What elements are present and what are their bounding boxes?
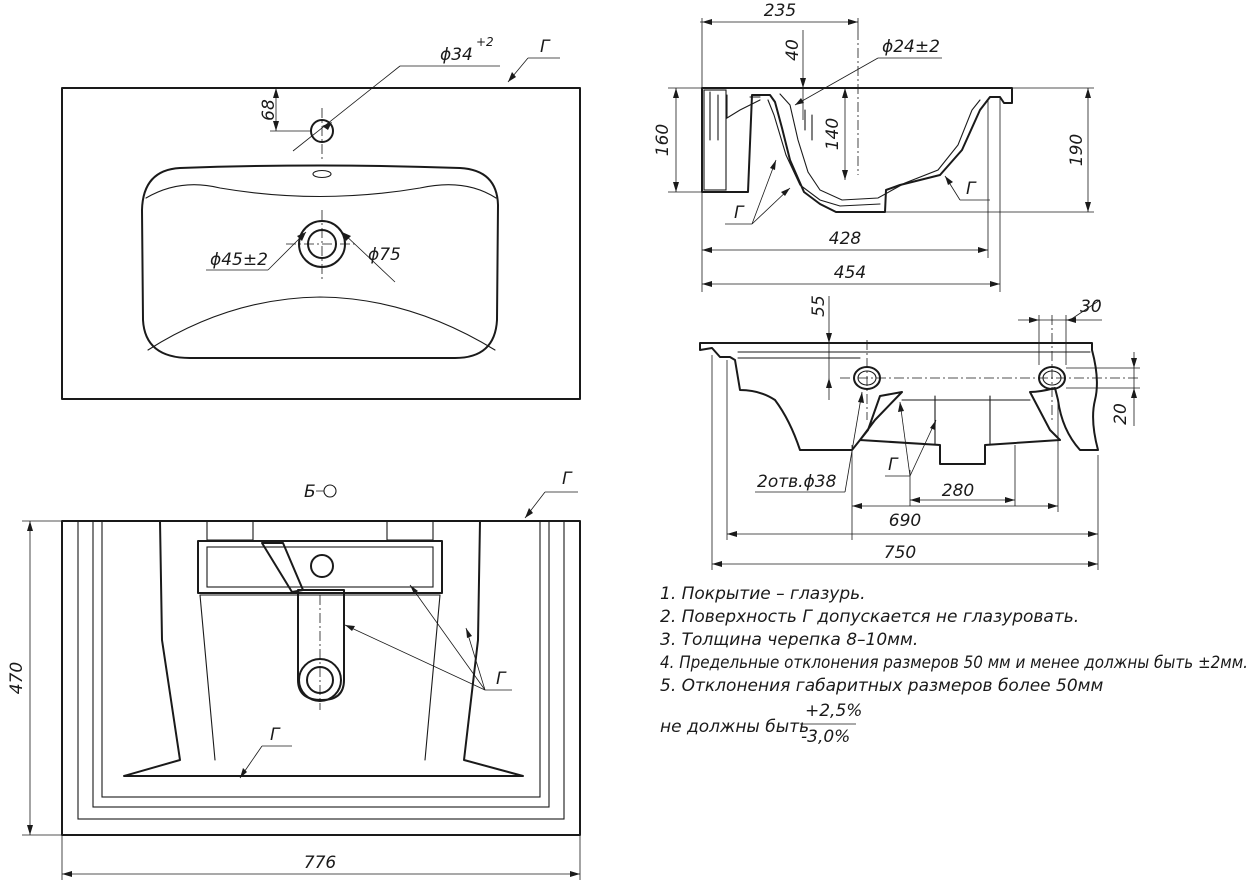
note-4: 4. Предельные отклонения размеров 50 мм … — [660, 653, 1248, 673]
back-view-outline — [699, 342, 1099, 465]
dim-drain-outer: ϕ75 — [368, 245, 401, 265]
dim-side-depth: 40 — [783, 39, 803, 61]
note-2: 2. Поверхность Г допускается не глазуров… — [660, 607, 1079, 627]
tap-hole — [310, 119, 334, 143]
dim-back-280: 280 — [942, 481, 974, 501]
note-1: 1. Покрытие – глазурь. — [660, 584, 866, 604]
overflow-channel — [261, 542, 304, 593]
dim-bottom-width: 776 — [304, 853, 337, 873]
overflow-frame — [197, 540, 443, 594]
top-view-outline — [61, 87, 581, 400]
dim-bowl-width: 428 — [829, 229, 862, 249]
dim-total-depth: 454 — [834, 263, 866, 283]
label-g-top: Г — [540, 37, 551, 57]
view-b-label: Б — [304, 482, 316, 502]
label-g-bottom-right: Г — [496, 669, 507, 689]
drain-channel — [297, 589, 345, 701]
tolerance-minus: -3,0% — [801, 727, 850, 747]
side-section-outer — [701, 87, 1013, 213]
tolerance-plus: +2,5% — [805, 701, 862, 721]
label-g-side-right: Г — [966, 179, 977, 199]
dim-back-20: 20 — [1111, 403, 1131, 425]
overflow-slot — [312, 169, 332, 179]
dim-side-height-left: 160 — [653, 124, 673, 156]
bowl-front-curve — [147, 296, 496, 351]
dim-back-30: 30 — [1080, 297, 1102, 317]
note-6-prefix: не должны быть — [660, 717, 809, 737]
note-5: 5. Отклонения габаритных размеров более … — [660, 676, 1103, 696]
notes-block: 1. Покрытие – глазурь. 2. Поверхность Г … — [660, 584, 1248, 747]
bottom-view-pedestal — [123, 520, 524, 777]
label-g-bottom-top: Г — [562, 469, 573, 489]
side-section: 235 40 ϕ24±2 160 140 190 428 — [653, 1, 1094, 292]
bowl-back-curve — [145, 184, 497, 199]
dim-total-height: 190 — [1067, 134, 1087, 166]
bottom-tap-hole — [310, 554, 334, 578]
dim-bottom-height: 470 — [7, 662, 27, 694]
dim-tap-hole: ϕ34 — [440, 45, 473, 65]
note-3: 3. Толщина черепка 8–10мм. — [660, 630, 918, 650]
dim-back-750: 750 — [884, 543, 916, 563]
dim-tap-hole-tol: +2 — [476, 35, 494, 49]
label-g-bottom-left: Г — [270, 725, 281, 745]
dim-back-690: 690 — [889, 511, 921, 531]
dim-drain-hole: ϕ45±2 — [210, 250, 268, 270]
label-g-back: Г — [888, 455, 899, 475]
dim-basin-depth: 140 — [823, 118, 843, 150]
dim-mount-holes: 2отв.ϕ38 — [757, 472, 837, 492]
dim-back-55: 55 — [809, 295, 829, 317]
top-view: 68 ϕ34 +2 Г ϕ45±2 ϕ75 — [61, 35, 581, 400]
dim-overflow-hole: ϕ24±2 — [882, 37, 940, 57]
dim-tap-offset: 68 — [259, 99, 279, 121]
bottom-view: Б Г Г Г — [7, 469, 581, 880]
label-g-side-left: Г — [734, 203, 745, 223]
view-b-arrow-icon — [323, 484, 337, 498]
back-view: 55 30 20 2отв.ϕ38 Г 280 — [699, 295, 1140, 570]
top-view-bowl — [141, 164, 499, 359]
dim-side-width: 235 — [764, 1, 796, 21]
